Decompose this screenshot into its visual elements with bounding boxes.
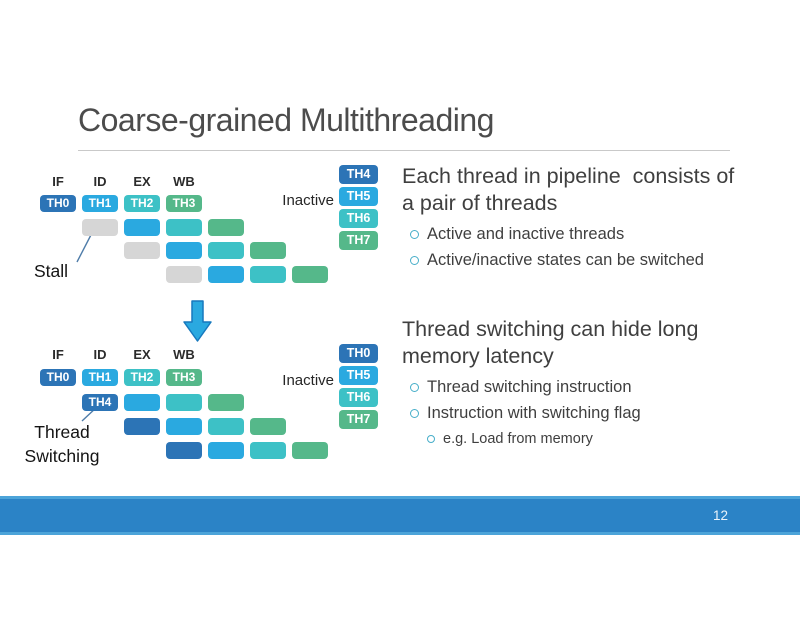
pipeline-block bbox=[208, 418, 244, 435]
pipeline-block-th3: TH3 bbox=[166, 369, 202, 386]
stage-header-id: ID bbox=[93, 347, 107, 362]
pipeline-block bbox=[208, 242, 244, 259]
bullet-text: Active and inactive threads bbox=[427, 224, 625, 243]
circle-bullet-icon bbox=[410, 408, 419, 418]
pipeline-block bbox=[208, 442, 244, 459]
section-heading: Thread switching can hide long memory la… bbox=[402, 316, 698, 370]
bullet-item: Instruction with switching flag bbox=[402, 400, 698, 426]
stage-header-wb: WB bbox=[173, 347, 195, 362]
bullet-text: Thread switching instruction bbox=[427, 377, 632, 396]
pipeline-block bbox=[208, 394, 244, 411]
footer-bar: 12 bbox=[0, 496, 800, 535]
bullet-text: Active/inactive states can be switched bbox=[427, 250, 704, 269]
circle-bullet-icon bbox=[410, 255, 419, 265]
pipeline-block bbox=[124, 219, 160, 236]
pipeline-block bbox=[166, 242, 202, 259]
page-title: Coarse-grained Multithreading bbox=[78, 102, 494, 138]
pipeline-block bbox=[208, 266, 244, 283]
pipeline-block-th0: TH0 bbox=[40, 369, 76, 386]
thread-switching-label-line2: Switching bbox=[24, 446, 100, 466]
pipeline-block bbox=[250, 266, 286, 283]
bullet-text: e.g. Load from memory bbox=[443, 430, 593, 447]
section-heading: Each thread in pipeline consists of a pa… bbox=[402, 163, 734, 217]
inactive-label: Inactive bbox=[282, 372, 334, 389]
pipeline-block bbox=[124, 394, 160, 411]
pipeline-block bbox=[292, 442, 328, 459]
stage-header-if: IF bbox=[52, 347, 64, 362]
bullet-item: Thread switching instruction bbox=[402, 374, 698, 400]
inactive-thread-th5: TH5 bbox=[339, 366, 378, 385]
title-underline bbox=[78, 150, 730, 151]
pipeline-block bbox=[166, 442, 202, 459]
pipeline-block bbox=[124, 418, 160, 435]
pipeline-block bbox=[166, 418, 202, 435]
inactive-thread-th7: TH7 bbox=[339, 231, 378, 250]
stage-header-ex: EX bbox=[133, 347, 151, 362]
pipeline-block bbox=[292, 266, 328, 283]
section-thread-switching: Thread switching can hide long memory la… bbox=[402, 316, 698, 451]
circle-bullet-icon bbox=[410, 229, 419, 239]
inactive-thread-th5: TH5 bbox=[339, 187, 378, 206]
pipeline-block bbox=[82, 219, 118, 236]
pipeline-block bbox=[250, 242, 286, 259]
pipeline-block-th1: TH1 bbox=[82, 195, 118, 212]
pipeline-block bbox=[166, 394, 202, 411]
down-arrow-icon bbox=[183, 300, 212, 342]
inactive-label: Inactive bbox=[282, 192, 334, 209]
heading-line: memory latency bbox=[402, 344, 554, 368]
pipeline-block bbox=[166, 266, 202, 283]
inactive-thread-th4: TH4 bbox=[339, 165, 378, 184]
pipeline-block bbox=[166, 219, 202, 236]
stall-pointer-line bbox=[76, 230, 94, 263]
inactive-thread-th6: TH6 bbox=[339, 209, 378, 228]
bullet-text: Instruction with switching flag bbox=[427, 403, 641, 422]
inactive-thread-th7: TH7 bbox=[339, 410, 378, 429]
stage-header-wb: WB bbox=[173, 174, 195, 189]
heading-line: a pair of threads bbox=[402, 191, 558, 215]
inactive-thread-th0: TH0 bbox=[339, 344, 378, 363]
bullet-item: e.g. Load from memory bbox=[402, 426, 698, 451]
pipeline-block-th3: TH3 bbox=[166, 195, 202, 212]
pipeline-block bbox=[124, 242, 160, 259]
pipeline-block bbox=[250, 418, 286, 435]
thread-switching-label: Thread Switching bbox=[19, 420, 105, 468]
pipeline-block bbox=[250, 442, 286, 459]
stage-header-id: ID bbox=[93, 174, 107, 189]
bullet-item: Active and inactive threads bbox=[402, 221, 734, 247]
circle-bullet-icon bbox=[427, 434, 435, 443]
stage-header-if: IF bbox=[52, 174, 64, 189]
inactive-thread-th6: TH6 bbox=[339, 388, 378, 407]
heading-line: Each thread in pipeline consists of bbox=[402, 164, 735, 188]
pipeline-block-th1: TH1 bbox=[82, 369, 118, 386]
section-threads-pair: Each thread in pipeline consists of a pa… bbox=[402, 163, 734, 273]
heading-line: Thread switching can hide long bbox=[402, 317, 699, 341]
pipeline-block-th2: TH2 bbox=[124, 195, 160, 212]
bullet-item: Active/inactive states can be switched bbox=[402, 247, 734, 273]
pipeline-block-th4: TH4 bbox=[82, 394, 118, 411]
pipeline-block bbox=[208, 219, 244, 236]
thread-switching-label-line1: Thread bbox=[34, 422, 90, 442]
page-number: 12 bbox=[712, 508, 728, 523]
pipeline-block-th2: TH2 bbox=[124, 369, 160, 386]
circle-bullet-icon bbox=[410, 382, 419, 392]
stall-label: Stall bbox=[34, 261, 69, 281]
stage-header-ex: EX bbox=[133, 174, 151, 189]
pipeline-block-th0: TH0 bbox=[40, 195, 76, 212]
